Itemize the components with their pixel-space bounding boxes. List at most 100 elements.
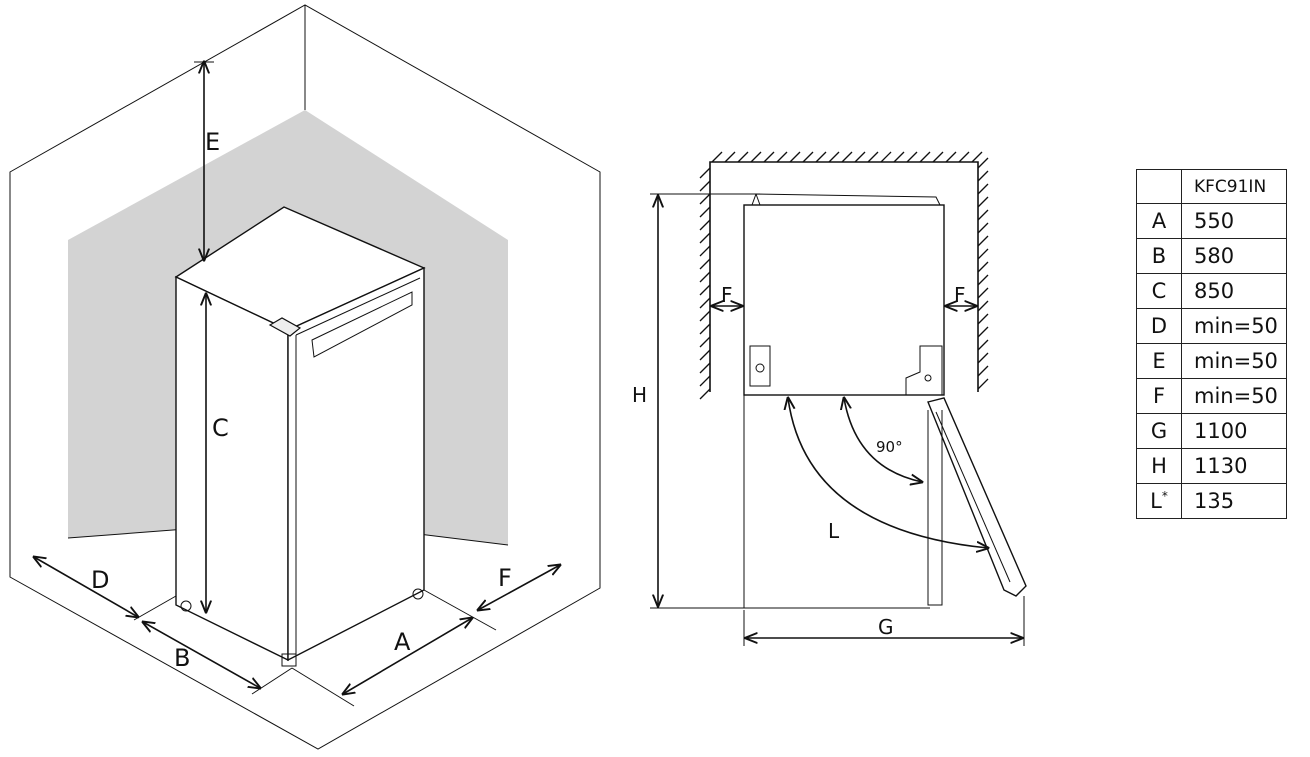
table-row: C 850 (1136, 273, 1287, 309)
hatch-line (699, 349, 711, 361)
hatch-line (977, 183, 989, 195)
hinge-top (268, 317, 302, 337)
fridge-side (175, 275, 289, 662)
open-door-inner (935, 411, 1011, 583)
table-header-blank (1136, 169, 1182, 204)
hatch-line (699, 167, 711, 179)
row-value: 135 (1181, 483, 1287, 519)
hatch-line (977, 157, 989, 169)
door-seal (927, 410, 943, 606)
dim-b-arrow (143, 622, 260, 688)
hatch-line (977, 209, 989, 221)
table-row: F min=50 (1136, 378, 1287, 414)
fridge-body-top (743, 204, 945, 396)
row-value: 1130 (1181, 448, 1287, 484)
hatch-line (854, 151, 866, 163)
hatch-line (945, 151, 957, 163)
hatch-line (977, 287, 989, 299)
hatch-line (699, 323, 711, 335)
hatch-line (977, 248, 989, 260)
hatch-line (724, 151, 736, 163)
hatch-line (906, 151, 918, 163)
row-key: A (1136, 203, 1182, 239)
isometric-view: E C D B A F (9, 4, 601, 750)
label-angle: 90° (876, 438, 903, 456)
control-knob (749, 345, 771, 387)
hatch-line (699, 219, 711, 231)
table-row: D min=50 (1136, 308, 1287, 344)
hatch-line (699, 180, 711, 192)
wheel-left (180, 600, 192, 612)
hatch-line (932, 151, 944, 163)
knob-center (755, 363, 765, 373)
label-c: C (212, 414, 229, 442)
hatch-line (919, 151, 931, 163)
row-key: G (1136, 413, 1182, 449)
hatch-line (750, 151, 762, 163)
dim-d-ext (133, 595, 177, 621)
dim-b-ext (251, 667, 293, 695)
label-l: L (828, 519, 840, 543)
hatch-line (776, 151, 788, 163)
hatch-line (802, 151, 814, 163)
label-a: A (394, 628, 411, 656)
hatch-line (977, 352, 989, 364)
row-value: 550 (1181, 203, 1287, 239)
hatch-line (893, 151, 905, 163)
dim-f-arrow (478, 565, 560, 610)
hatch-line (699, 297, 711, 309)
hatch-line (977, 261, 989, 273)
label-b: B (174, 644, 190, 672)
row-key: E (1136, 343, 1182, 379)
table-row: E min=50 (1136, 343, 1287, 379)
hatch-line (763, 151, 775, 163)
wall-hatching (699, 151, 989, 400)
hatch-line (699, 206, 711, 218)
hatch-line (699, 284, 711, 296)
dim-l-arc (788, 398, 988, 548)
hatch-line (977, 196, 989, 208)
hatch-line (971, 151, 983, 163)
row-key: D (1136, 308, 1182, 344)
hinge-pin (924, 374, 932, 382)
label-h: H (632, 383, 647, 407)
dim-a-ext-left (291, 667, 355, 707)
dim-a-ext-right (423, 589, 497, 631)
row-key: F (1136, 378, 1182, 414)
foot-front (281, 653, 297, 667)
label-d: D (91, 566, 109, 594)
dim-d-arrow (34, 557, 138, 617)
hatch-line (977, 313, 989, 325)
hatch-line (699, 388, 711, 400)
dim-a-arrow (343, 618, 472, 694)
hatch-line (699, 336, 711, 348)
row-key-with-marker: L* (1136, 483, 1182, 519)
wall-outline (709, 161, 979, 392)
hatch-line (977, 365, 989, 377)
hatch-line (977, 339, 989, 351)
row-key: H (1136, 448, 1182, 484)
hatch-line (958, 151, 970, 163)
hatch-line (737, 151, 749, 163)
hatch-line (828, 151, 840, 163)
wheel-right (412, 588, 424, 600)
hatch-line (789, 151, 801, 163)
hatch-line (977, 326, 989, 338)
hatch-line (699, 193, 711, 205)
hatch-line (977, 170, 989, 182)
hatch-line (711, 151, 723, 163)
spec-table: KFC91IN A 550 B 580 C 850 D min=50 E min… (1136, 169, 1287, 519)
table-row: G 1100 (1136, 413, 1287, 449)
hinge-block (905, 345, 943, 396)
row-key: C (1136, 273, 1182, 309)
row-value: 580 (1181, 238, 1287, 274)
row-value: min=50 (1181, 378, 1287, 414)
hatch-line (977, 222, 989, 234)
row-key: L (1150, 489, 1162, 513)
row-key: B (1136, 238, 1182, 274)
label-f-iso: F (498, 564, 512, 592)
door-top-edge (295, 277, 421, 336)
hatch-line (977, 300, 989, 312)
top-view: F F H G 90° L (632, 151, 1027, 646)
